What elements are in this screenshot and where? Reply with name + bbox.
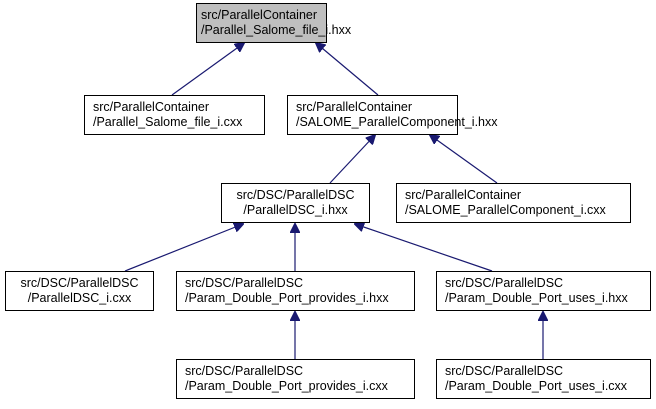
node-path-dir: src/ParallelContainer <box>93 100 210 114</box>
node-path-file: /Param_Double_Port_provides_i.cxx <box>185 379 388 393</box>
node-path-file: /Parallel_Salome_file_i.cxx <box>93 115 243 129</box>
node-param-double-port-provides-i-hxx[interactable]: src/DSC/ParallelDSC /Param_Double_Port_p… <box>176 271 415 311</box>
node-parallel-salome-file-i-cxx[interactable]: src/ParallelContainer /Parallel_Salome_f… <box>84 95 265 135</box>
node-path-file: /Parallel_Salome_file_i.hxx <box>201 23 352 37</box>
node-path-dir: src/DSC/ParallelDSC <box>445 276 564 290</box>
node-parallel-dsc-i-cxx[interactable]: src/DSC/ParallelDSC /ParallelDSC_i.cxx <box>5 271 154 311</box>
node-path-dir: src/ParallelContainer <box>296 100 413 114</box>
node-path-dir: src/DSC/ParallelDSC <box>445 364 564 378</box>
node-salome-parallel-component-i-hxx[interactable]: src/ParallelContainer /SALOME_ParallelCo… <box>287 95 498 135</box>
edge-n4-to-n2 <box>430 135 498 184</box>
node-parallel-salome-file-i-hxx[interactable]: src/ParallelContainer /Parallel_Salome_f… <box>196 3 352 43</box>
node-path-file: /Param_Double_Port_uses_i.hxx <box>445 291 628 305</box>
edge-n3-to-n2 <box>329 135 375 184</box>
node-path-dir: src/DSC/ParallelDSC <box>20 276 139 290</box>
edge-n1-to-n0 <box>171 43 244 96</box>
node-salome-parallel-component-i-cxx[interactable]: src/ParallelContainer /SALOME_ParallelCo… <box>396 183 631 223</box>
node-param-double-port-uses-i-cxx[interactable]: src/DSC/ParallelDSC /Param_Double_Port_u… <box>436 359 651 399</box>
node-path-file: /ParallelDSC_i.hxx <box>243 203 348 217</box>
node-param-double-port-uses-i-hxx[interactable]: src/DSC/ParallelDSC /Param_Double_Port_u… <box>436 271 651 311</box>
node-path-dir: src/DSC/ParallelDSC <box>185 364 304 378</box>
edge-n5-to-n3 <box>124 224 243 272</box>
node-path-file: /SALOME_ParallelComponent_i.cxx <box>405 203 606 217</box>
node-path-dir: src/ParallelContainer <box>201 8 318 22</box>
edge-n2-to-n0 <box>316 43 379 96</box>
node-path-dir: src/ParallelContainer <box>405 188 522 202</box>
node-path-file: /Param_Double_Port_uses_i.cxx <box>445 379 628 393</box>
node-path-dir: src/DSC/ParallelDSC <box>236 188 355 202</box>
node-parallel-dsc-i-hxx[interactable]: src/DSC/ParallelDSC /ParallelDSC_i.hxx <box>221 183 370 223</box>
edge-n7-to-n3 <box>355 224 493 272</box>
node-path-file: /Param_Double_Port_provides_i.hxx <box>185 291 389 305</box>
node-path-dir: src/DSC/ParallelDSC <box>185 276 304 290</box>
node-path-file: /ParallelDSC_i.cxx <box>27 291 132 305</box>
node-param-double-port-provides-i-cxx[interactable]: src/DSC/ParallelDSC /Param_Double_Port_p… <box>176 359 415 399</box>
node-path-file: /SALOME_ParallelComponent_i.hxx <box>296 115 498 129</box>
